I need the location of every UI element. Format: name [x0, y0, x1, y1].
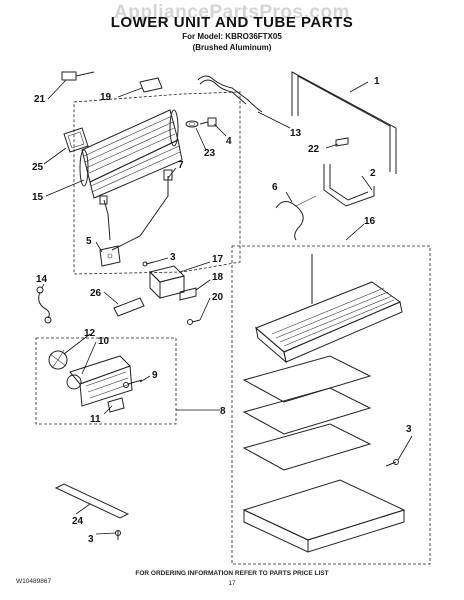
callout-25: 25: [32, 162, 44, 173]
part-6-loop-tube: [275, 195, 317, 241]
callout-13: 13: [290, 128, 302, 139]
part-24-strip: [54, 483, 130, 519]
part-22-clip: [335, 137, 349, 147]
callout-6: 6: [272, 182, 278, 193]
page-title: LOWER UNIT AND TUBE PARTS: [110, 14, 354, 31]
callout-23: 23: [204, 148, 216, 159]
part-16-rack: [255, 254, 403, 364]
part-26-pad: [113, 297, 145, 317]
part-15-condenser-coil: [79, 109, 183, 199]
callout-21: 21: [34, 94, 46, 105]
callout-1: 1: [374, 76, 380, 87]
part-11-bracket: [107, 397, 125, 413]
part-19-label: [139, 77, 163, 93]
watermark: AppliancePartsPros.com: [114, 2, 350, 23]
part-12-fan-blade: [48, 349, 68, 370]
finish-line: (Brushed Aluminum): [192, 43, 272, 52]
part-2-bent-tube: [323, 164, 375, 207]
ordering-note: FOR ORDERING INFORMATION REFER TO PARTS …: [135, 570, 329, 577]
condenser-group-outline: [73, 91, 241, 275]
callout-14: 14: [36, 274, 48, 285]
part-13-tube: [197, 75, 263, 113]
part-23-grommet: [185, 120, 199, 128]
model-line: For Model: KBRO36FTX05: [182, 32, 282, 41]
fan-group-outline: [35, 337, 177, 425]
callout-18: 18: [212, 272, 224, 283]
callout-3-pan: 3: [406, 424, 412, 435]
page-number: 17: [228, 580, 236, 587]
tray-group-outline: [231, 245, 431, 565]
part-1-u-tube: [291, 71, 397, 174]
panel-sheet-upper: [242, 355, 372, 403]
callout-12: 12: [84, 328, 96, 339]
callout-15: 15: [32, 192, 44, 203]
callout-4: 4: [226, 136, 232, 147]
part-20-screw: [187, 319, 201, 325]
callout-8: 8: [220, 406, 226, 417]
leader-lines: [41, 79, 413, 535]
callout-2: 2: [370, 168, 376, 179]
part-21-connector: [61, 71, 95, 81]
callout-17: 17: [212, 254, 224, 265]
callout-19: 19: [100, 92, 112, 103]
base-pan: [242, 479, 406, 553]
callout-5: 5: [86, 236, 92, 247]
callout-9: 9: [152, 370, 158, 381]
callout-10: 10: [98, 336, 110, 347]
document-number: W10489867: [16, 578, 52, 585]
part-14-sensor: [36, 286, 52, 324]
part-3-screw-upper: [142, 261, 155, 267]
callout-3-upper: 3: [170, 252, 176, 263]
callout-22: 22: [308, 144, 320, 155]
callout-11: 11: [90, 414, 101, 425]
part-10-fan-motor: [66, 355, 133, 407]
callout-26: 26: [90, 288, 102, 299]
part-18-clip: [179, 287, 197, 301]
part-7-wire-harness: [99, 169, 173, 251]
part-25-pad: [63, 127, 89, 153]
part-3-screw-lower-left: [115, 530, 121, 540]
part-17-box: [149, 265, 185, 300]
part-5-bracket: [99, 245, 121, 267]
part-9-screw: [123, 379, 143, 388]
part-3-screw-pan: [385, 459, 399, 467]
callout-20: 20: [212, 292, 224, 303]
panel-sheet-lower: [242, 423, 372, 471]
panel-sheet-middle: [242, 387, 372, 435]
callout-3-lower: 3: [88, 534, 94, 545]
callout-7: 7: [178, 160, 184, 171]
callout-16: 16: [364, 216, 376, 227]
part-4-fitting: [199, 117, 217, 127]
callout-24: 24: [72, 516, 84, 527]
